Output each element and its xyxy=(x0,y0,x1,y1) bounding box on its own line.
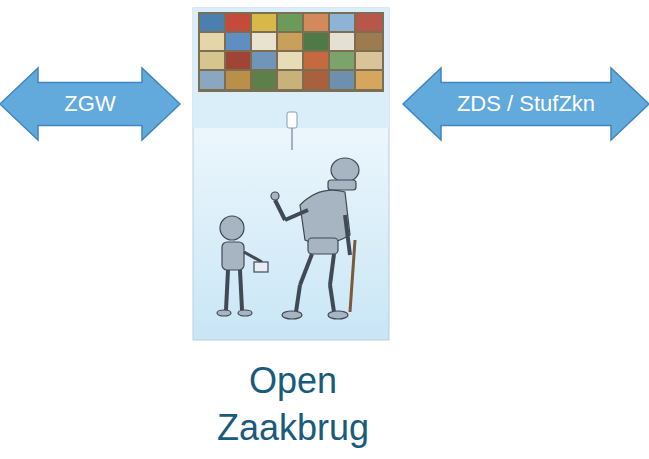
card-band xyxy=(193,8,389,128)
double-arrow: ZDS / StufZkn xyxy=(403,68,649,140)
robot-figures xyxy=(217,158,359,319)
component-name: Open Zaakbrug xyxy=(198,358,388,452)
arrow-label: ZDS / StufZkn xyxy=(457,91,595,117)
component-card: Open Zaakbrug xyxy=(190,8,396,452)
tile-panel xyxy=(198,12,384,92)
arrow-outline xyxy=(0,68,180,140)
arrow-label: ZGW xyxy=(64,91,115,117)
plug xyxy=(287,112,297,150)
card xyxy=(193,8,389,340)
letter-tiles xyxy=(200,14,382,89)
arrow-outline xyxy=(403,68,649,140)
double-arrow: ZGW xyxy=(0,68,180,140)
